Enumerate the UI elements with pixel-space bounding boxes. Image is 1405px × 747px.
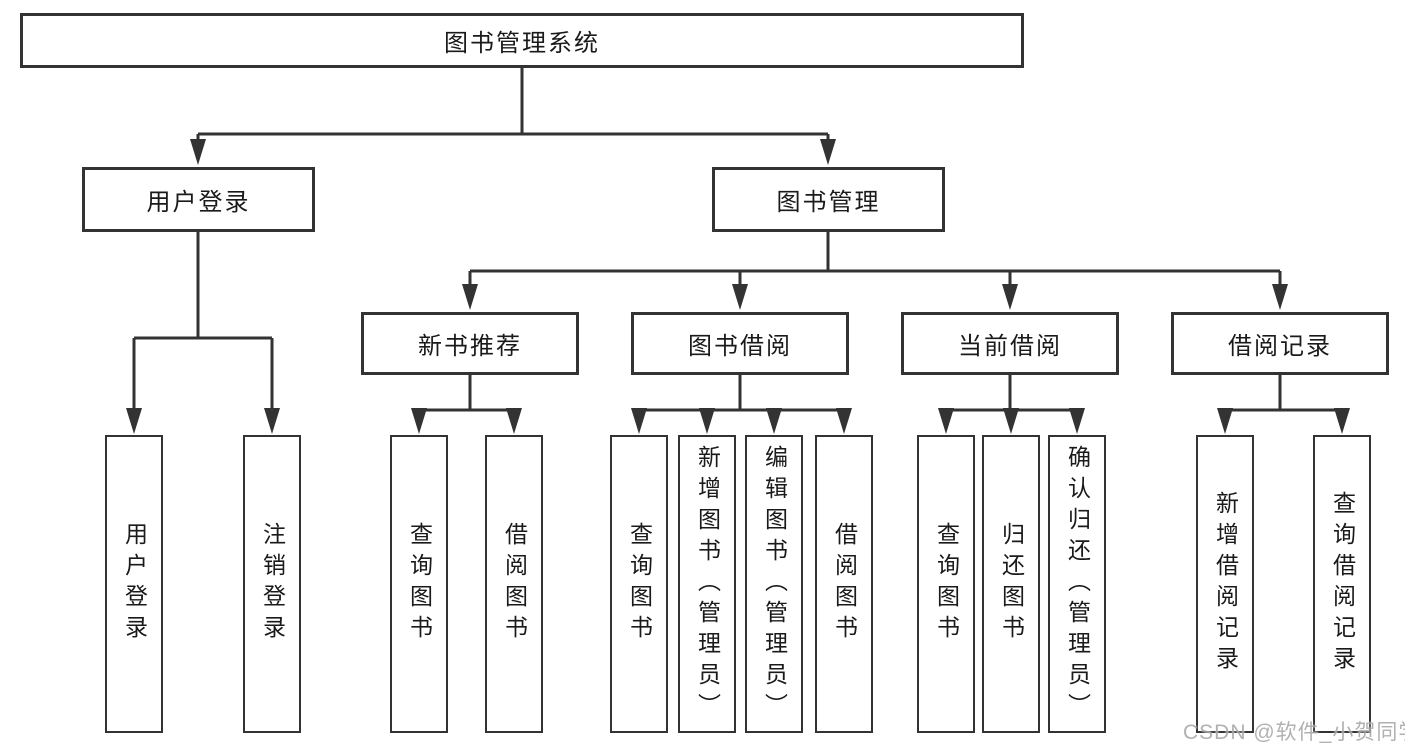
leaf-query-books-recommend: 查询图书	[390, 435, 448, 733]
leaf-edit-book-admin: 编辑图书（管理员）	[745, 435, 803, 733]
leaf-user-login: 用户登录	[105, 435, 163, 733]
node-label: 注销登录	[259, 522, 286, 646]
node-label: 借阅记录	[1228, 333, 1332, 360]
leaf-query-borrow-record: 查询借阅记录	[1313, 435, 1371, 733]
connector-records-to-leaves	[1223, 375, 1344, 425]
node-borrowing-records: 借阅记录	[1171, 312, 1389, 375]
connector-borrowing-to-leaves	[637, 375, 846, 425]
node-label: 图书管理	[776, 189, 881, 216]
node-label: 图书管理系统	[444, 30, 600, 57]
node-label: 借阅图书	[831, 522, 858, 646]
node-library-management-system: 图书管理系统	[20, 13, 1024, 68]
node-label: 当前借阅	[958, 333, 1062, 360]
watermark-text: CSDN @软件_小贺同学	[1183, 721, 1405, 744]
node-label: 查询图书	[626, 522, 653, 646]
node-label: 查询图书	[933, 522, 960, 646]
connector-login-to-leaves	[132, 232, 274, 420]
node-new-book-recommend: 新书推荐	[361, 312, 579, 375]
connector-newbooks-to-leaves	[417, 375, 516, 425]
node-label: 确认归还（管理员）	[1064, 444, 1091, 724]
leaf-logout: 注销登录	[243, 435, 301, 733]
node-label: 用户登录	[146, 189, 251, 216]
node-label: 用户登录	[121, 522, 148, 646]
node-label: 借阅图书	[501, 522, 528, 646]
node-label: 查询借阅记录	[1329, 491, 1356, 677]
node-label: 归还图书	[998, 522, 1025, 646]
node-label: 新增图书（管理员）	[694, 444, 721, 724]
leaf-add-borrow-record: 新增借阅记录	[1196, 435, 1254, 733]
leaf-add-book-admin: 新增图书（管理员）	[678, 435, 736, 733]
node-book-borrowing: 图书借阅	[631, 312, 849, 375]
leaf-return-book: 归还图书	[982, 435, 1040, 733]
node-label: 查询图书	[406, 522, 433, 646]
node-book-management: 图书管理	[712, 167, 945, 232]
connector-mgmt-to-level3	[468, 232, 1282, 295]
leaf-confirm-return-admin: 确认归还（管理员）	[1048, 435, 1106, 733]
leaf-query-books-borrowing: 查询图书	[610, 435, 668, 733]
leaf-borrow-books-recommend: 借阅图书	[485, 435, 543, 733]
arrowhead-icons	[126, 139, 1350, 434]
node-label: 新增借阅记录	[1212, 491, 1239, 677]
connector-root-to-level2	[196, 68, 830, 150]
node-user-login: 用户登录	[82, 167, 315, 232]
node-label: 图书借阅	[688, 333, 792, 360]
node-label: 编辑图书（管理员）	[761, 444, 788, 724]
leaf-query-books-current: 查询图书	[917, 435, 975, 733]
node-label: 新书推荐	[418, 333, 522, 360]
leaf-borrow-books: 借阅图书	[815, 435, 873, 733]
node-current-borrowing: 当前借阅	[901, 312, 1119, 375]
